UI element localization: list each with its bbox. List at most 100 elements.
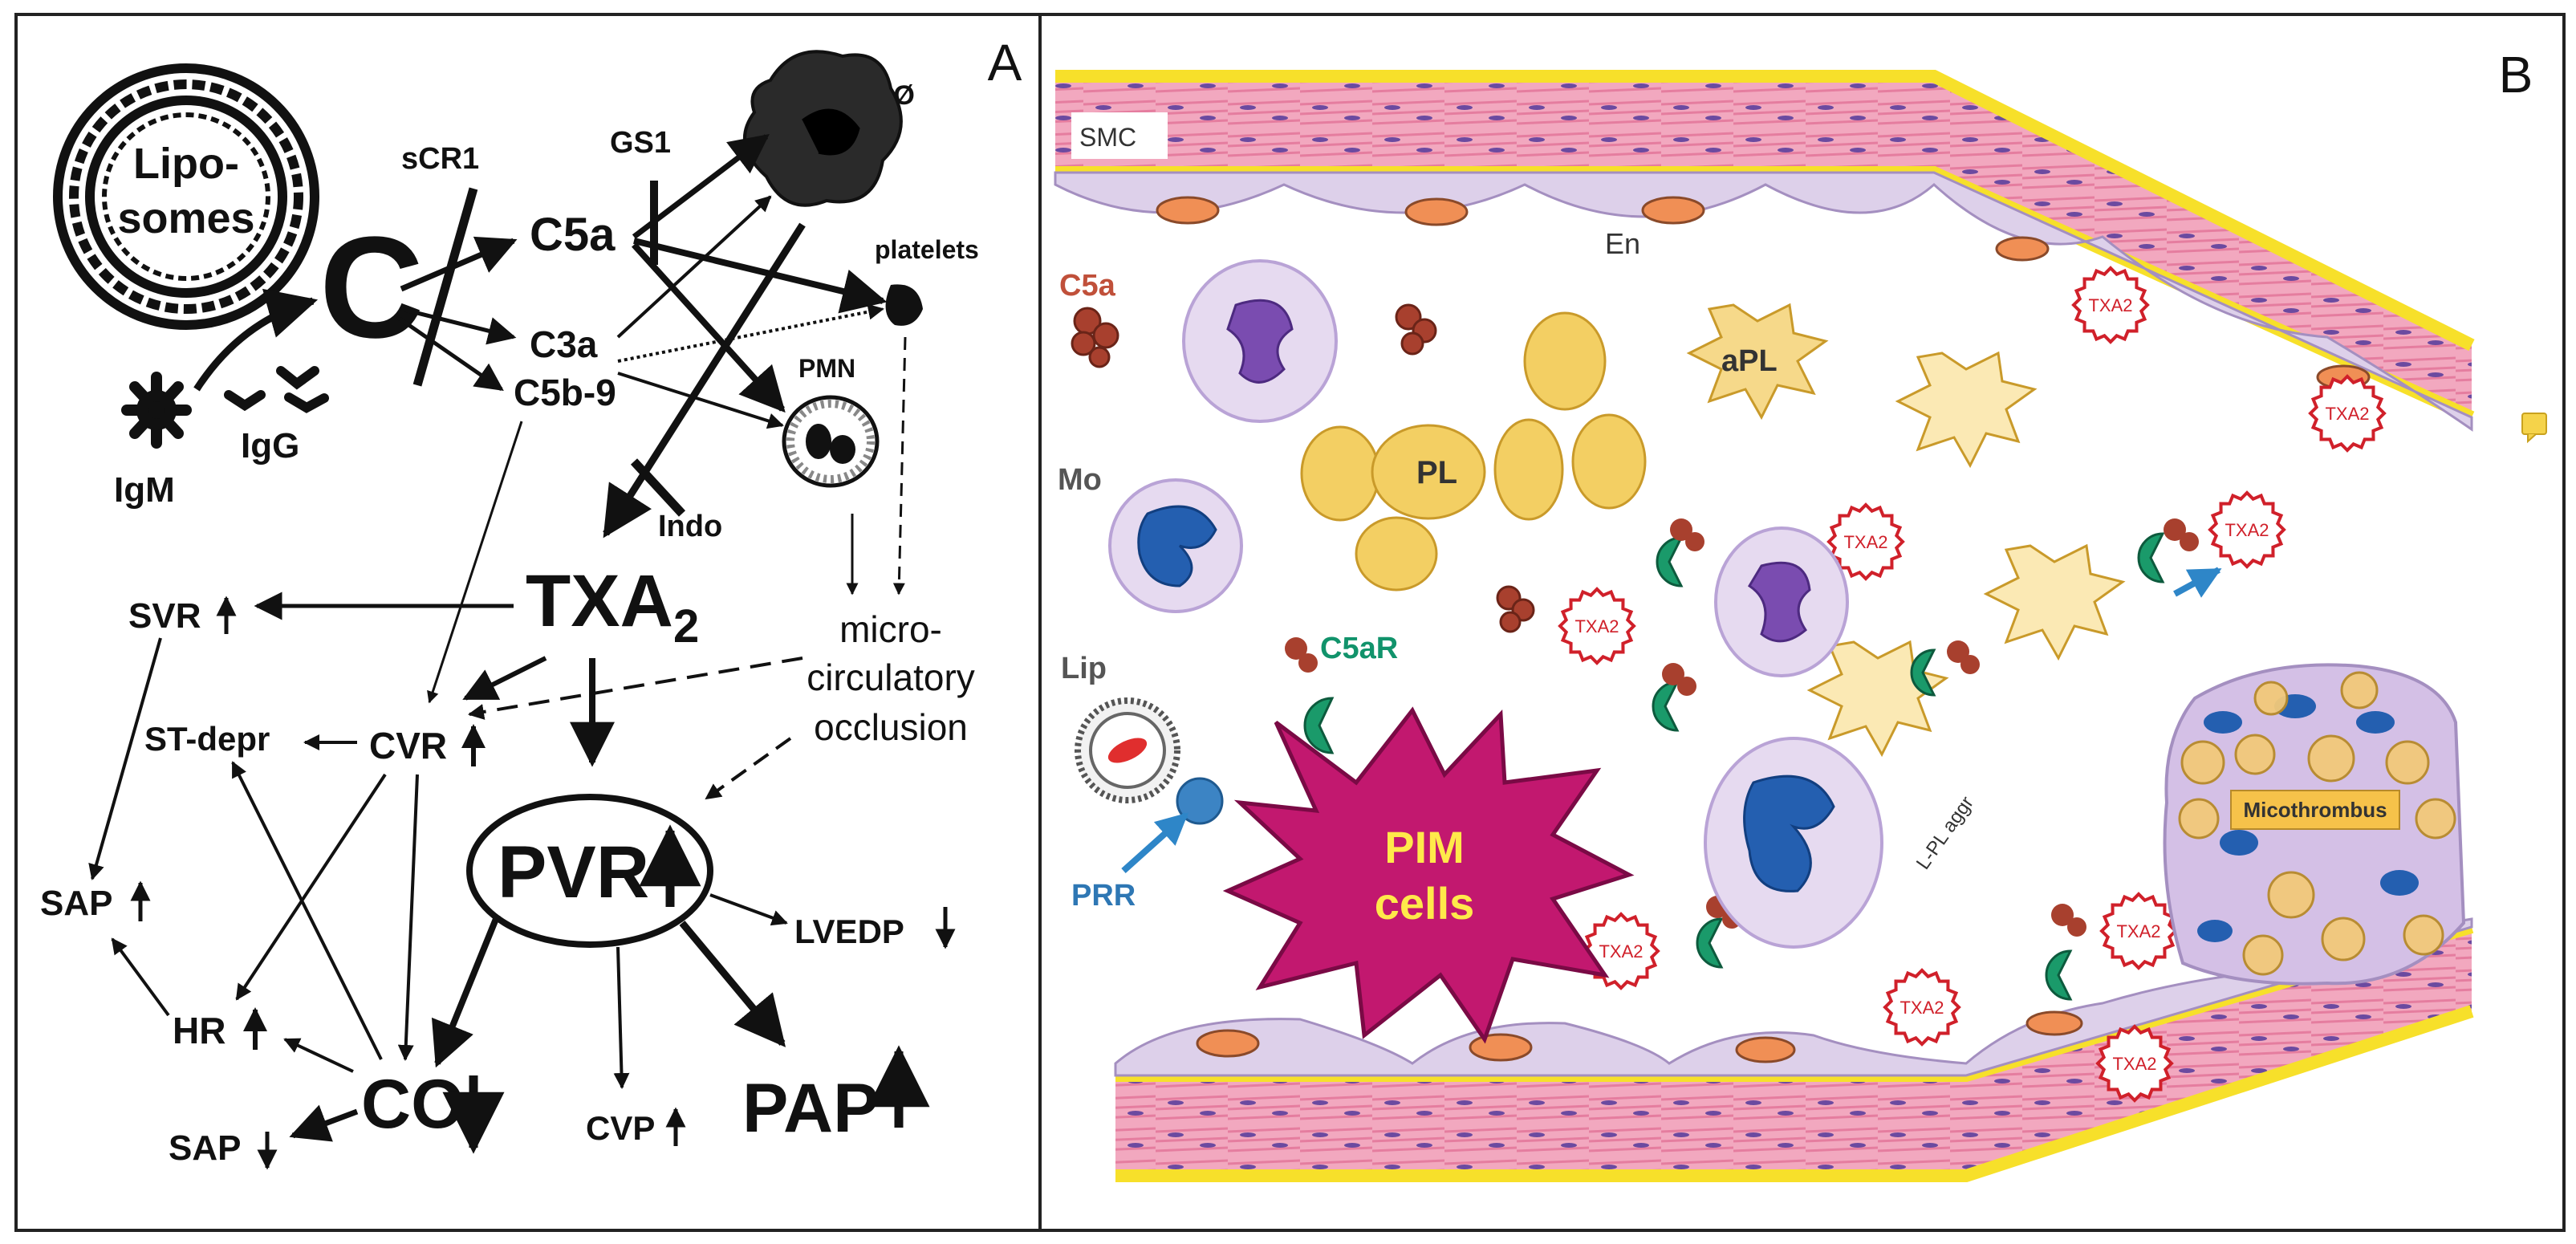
c5ar-receptor-icon <box>1652 663 1696 732</box>
arrow-platelets-down <box>892 336 907 596</box>
lip-label: Lip <box>1061 652 1107 685</box>
txa2-badge: TXA2 <box>1558 587 1636 665</box>
prr-label: PRR <box>1071 879 1136 913</box>
prr-arrow <box>1121 812 1188 873</box>
activated-platelet-icon <box>1983 543 2126 661</box>
monocyte-cell-icon <box>1704 737 1883 949</box>
scr1-inhibition-bar <box>412 187 478 387</box>
platelets-label: platelets <box>875 235 979 264</box>
arrow-pvr-to-cvp <box>613 946 630 1089</box>
arrow-cvr-to-co <box>397 774 419 1061</box>
txa2-badge-label: TXA2 <box>1899 998 1944 1018</box>
c5b9-label: C5b-9 <box>514 372 616 413</box>
arrow-c5a-to-macrophage <box>632 134 770 239</box>
txa2-badge: TXA2 <box>2071 266 2150 344</box>
c5ar-receptor-icon <box>1285 637 1335 754</box>
micothrombus-label-box <box>2230 790 2400 830</box>
arrow-pvr-to-pap <box>679 921 786 1047</box>
txa2-badge-label: TXA2 <box>2088 295 2132 315</box>
arrow-c-to-c5a <box>400 236 518 292</box>
monocyte-cell-icon <box>1108 478 1243 613</box>
igm-label: IgM <box>114 470 175 510</box>
cvr-label: CVR <box>369 725 447 766</box>
lvedp-label: LVEDP <box>794 913 904 950</box>
c5ar-receptor-icon <box>1910 640 1980 697</box>
platelet-icon <box>885 284 923 326</box>
igg-label: IgG <box>241 426 299 465</box>
cvp-label: CVP <box>586 1109 655 1147</box>
arrow-svr-to-sap <box>88 637 162 880</box>
arrow-micro-to-pvr <box>705 737 792 800</box>
txa2-badge-label: TXA2 <box>2225 520 2269 540</box>
txa2-badge-label: TXA2 <box>1599 941 1643 961</box>
activated-platelet-icon <box>1895 351 2038 469</box>
c5ar-receptor-icon <box>2045 904 2086 1001</box>
arrow-c5b9-to-cvr <box>427 421 523 704</box>
c3a-label: C3a <box>530 323 598 365</box>
arrow-hr-to-sap <box>111 937 170 1017</box>
arrow-c-to-c5b9 <box>396 315 504 392</box>
panel-b-letter: B <box>2499 46 2533 104</box>
activated-platelet-icon <box>1686 303 1829 421</box>
arrow-co-to-sap <box>289 1104 359 1142</box>
pmn-cell-icon <box>782 395 880 488</box>
arrow-co-to-st <box>231 761 383 1060</box>
sap-top-label: SAP <box>40 884 112 923</box>
arrow-antibody-to-c <box>193 288 319 392</box>
neutrophil-cell-icon <box>1182 259 1338 423</box>
arrow-c3a-to-platelets <box>617 303 884 363</box>
pvr-label: PVR <box>498 831 649 913</box>
st-depr-label: ST-depr <box>144 720 270 758</box>
prr-receptor-icon <box>1176 777 1224 825</box>
sap-bottom-label: SAP <box>169 1128 241 1168</box>
c5ar-receptor-icon <box>1656 518 1704 587</box>
panel-b-illustration: B SMC En C5a <box>1054 46 2547 1182</box>
arrow-co-to-hr <box>283 1038 354 1073</box>
arrow-c5a-to-pmn <box>632 242 786 413</box>
arrow-micro-to-cvr <box>468 657 803 720</box>
txa2-badge: TXA2 <box>2208 490 2286 569</box>
txa2-badge: TXA2 <box>1582 912 1660 990</box>
apl-label: aPL <box>1721 344 1778 378</box>
pim-cells-starburst <box>1222 706 1635 1044</box>
en-label: En <box>1605 227 1640 260</box>
txa2-badge: TXA2 <box>2308 374 2387 453</box>
scr1-label: sCR1 <box>401 142 479 176</box>
liposome-b-icon <box>1075 697 1180 803</box>
txa2-release-arrow <box>2173 567 2222 598</box>
c5a-molecule-label: C5a <box>1059 269 1116 303</box>
txa2-badge: TXA2 <box>1883 968 1961 1047</box>
txa2-badge: TXA2 <box>2095 1024 2174 1103</box>
figure-frame <box>14 13 2566 1232</box>
c5a-label: C5a <box>530 209 616 261</box>
txa2-badge: TXA2 <box>1826 502 1905 581</box>
txa2-badge-label: TXA2 <box>2116 921 2160 941</box>
indo-label: Indo <box>658 510 722 543</box>
indo-inhibition-bar <box>630 458 686 517</box>
smc-label-box <box>1071 112 1168 159</box>
txa2-badge-label: TXA2 <box>1574 616 1619 636</box>
micothrombus-label: Micothrombus <box>2243 798 2387 822</box>
pap-label: PAP <box>742 1070 879 1147</box>
c5a-molecule-icon <box>1395 303 1437 356</box>
txa2-badge-label: TXA2 <box>2112 1054 2156 1074</box>
liposome-icon <box>53 63 319 330</box>
co-label: CO <box>361 1066 465 1143</box>
arrow-txa2-to-cvr <box>462 656 547 701</box>
comment-note-icon[interactable] <box>2521 413 2547 444</box>
arrow-pvr-to-co <box>431 913 501 1068</box>
c5ar-label: C5aR <box>1320 632 1398 665</box>
panel-a-letter: A <box>988 34 1022 91</box>
arrow-cells-to-txa2 <box>603 222 806 539</box>
c5a-molecule-icon <box>1496 585 1535 633</box>
arrow-c3a-to-macrophage <box>616 195 772 339</box>
txa2-badge-label: TXA2 <box>2325 404 2369 424</box>
svr-label: SVR <box>128 596 201 636</box>
pl-label: PL <box>1416 455 1457 490</box>
pmn-label: PMN <box>798 354 855 383</box>
mo-label: Mo <box>1058 463 1102 497</box>
arrow-pvr-to-lvedp <box>709 893 788 926</box>
arrow-cvr-to-hr <box>235 773 387 1001</box>
